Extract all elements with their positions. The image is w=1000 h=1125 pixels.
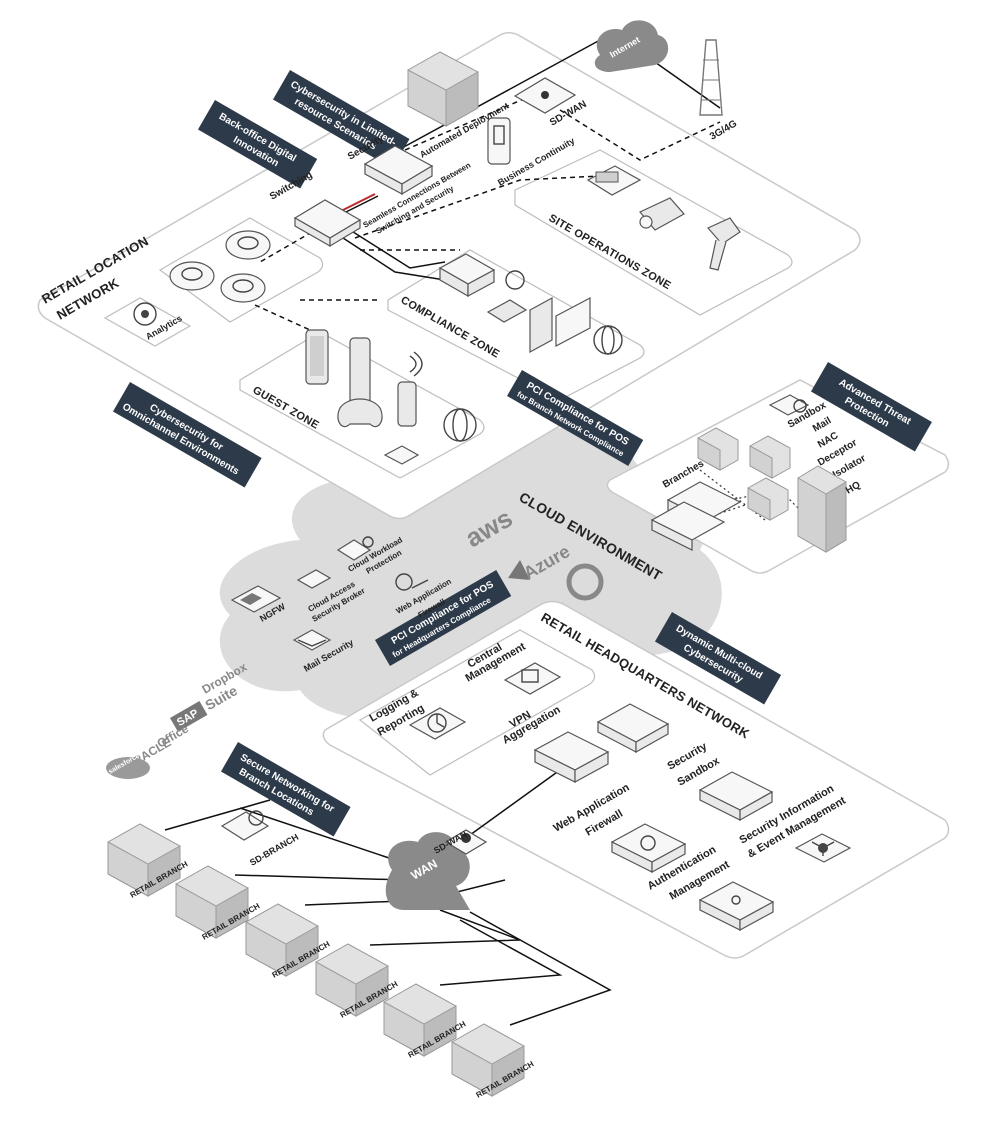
retail-branch-building-3 [245,903,319,977]
card-reader-icon [486,299,528,323]
smartphone-icon [305,329,329,385]
switch-device-icon [293,199,362,248]
shield-icon-compliance [505,270,525,290]
retail-branch-building-6 [451,1023,525,1097]
atp-sandbox-icon [768,394,810,416]
google-cloud-icon [566,563,604,601]
business-continuity-device-icon [487,117,511,165]
phone-wifi-icon [397,351,423,427]
mail-security-icon [292,629,332,651]
cell-tower-icon [699,39,723,116]
analytics-tile [103,297,192,347]
tablet-icon [349,337,371,409]
gamepad-icon [337,398,383,428]
phone-device-icon [586,165,642,196]
atp-hq-building [797,465,847,553]
access-point-icons [169,230,271,303]
site-operations-plate [514,149,793,316]
sdwan-device-icon [513,77,577,114]
azure-logo-icon [508,560,530,580]
access-points-zone [158,217,324,323]
firewall-device-icon [363,145,434,196]
sd-branch-device-icon [220,810,270,841]
siem-icon [794,833,852,863]
pos-register-icon [438,253,496,298]
retail-branch-building-5 [383,983,457,1057]
central-management-icon [503,662,562,695]
ngfw-icon [230,585,282,613]
auth-management-device-icon [698,881,775,932]
vpn-aggregation-device-icon [533,731,610,784]
retail-branch-building-1 [107,823,181,897]
web-globe-icon-guest [443,408,477,442]
camera-icon [639,197,685,231]
store-building-icon [407,51,479,127]
hq-waf-device-icon [610,823,687,874]
analytics-icon [133,302,157,326]
g34-label: 3G/4G [708,118,739,142]
internet-cloud-icon [594,20,669,72]
casb-icon [296,569,332,589]
web-globe-icon-compliance [593,325,623,355]
desktop-computer-icon [529,296,591,354]
retail-branch-building-2 [175,865,249,939]
sd-branch-label: SD-BRANCH [248,832,300,868]
scanner-icon [707,217,741,271]
retail-branch-building-4 [315,943,389,1017]
atp-branch-firewalls [650,481,742,551]
security-sandbox-device-icon [698,771,774,822]
cloud-workload-protection-icon [336,536,374,561]
hq-mail-device-icon [596,703,670,754]
hq-sdwan-device-icon [444,829,488,855]
wan-cloud-icon [385,832,470,910]
atp-branch-buildings [697,427,791,521]
network-hub-icon-guest [383,445,420,465]
cloud-waf-icon [395,573,429,591]
logging-reporting-icon [408,707,467,740]
